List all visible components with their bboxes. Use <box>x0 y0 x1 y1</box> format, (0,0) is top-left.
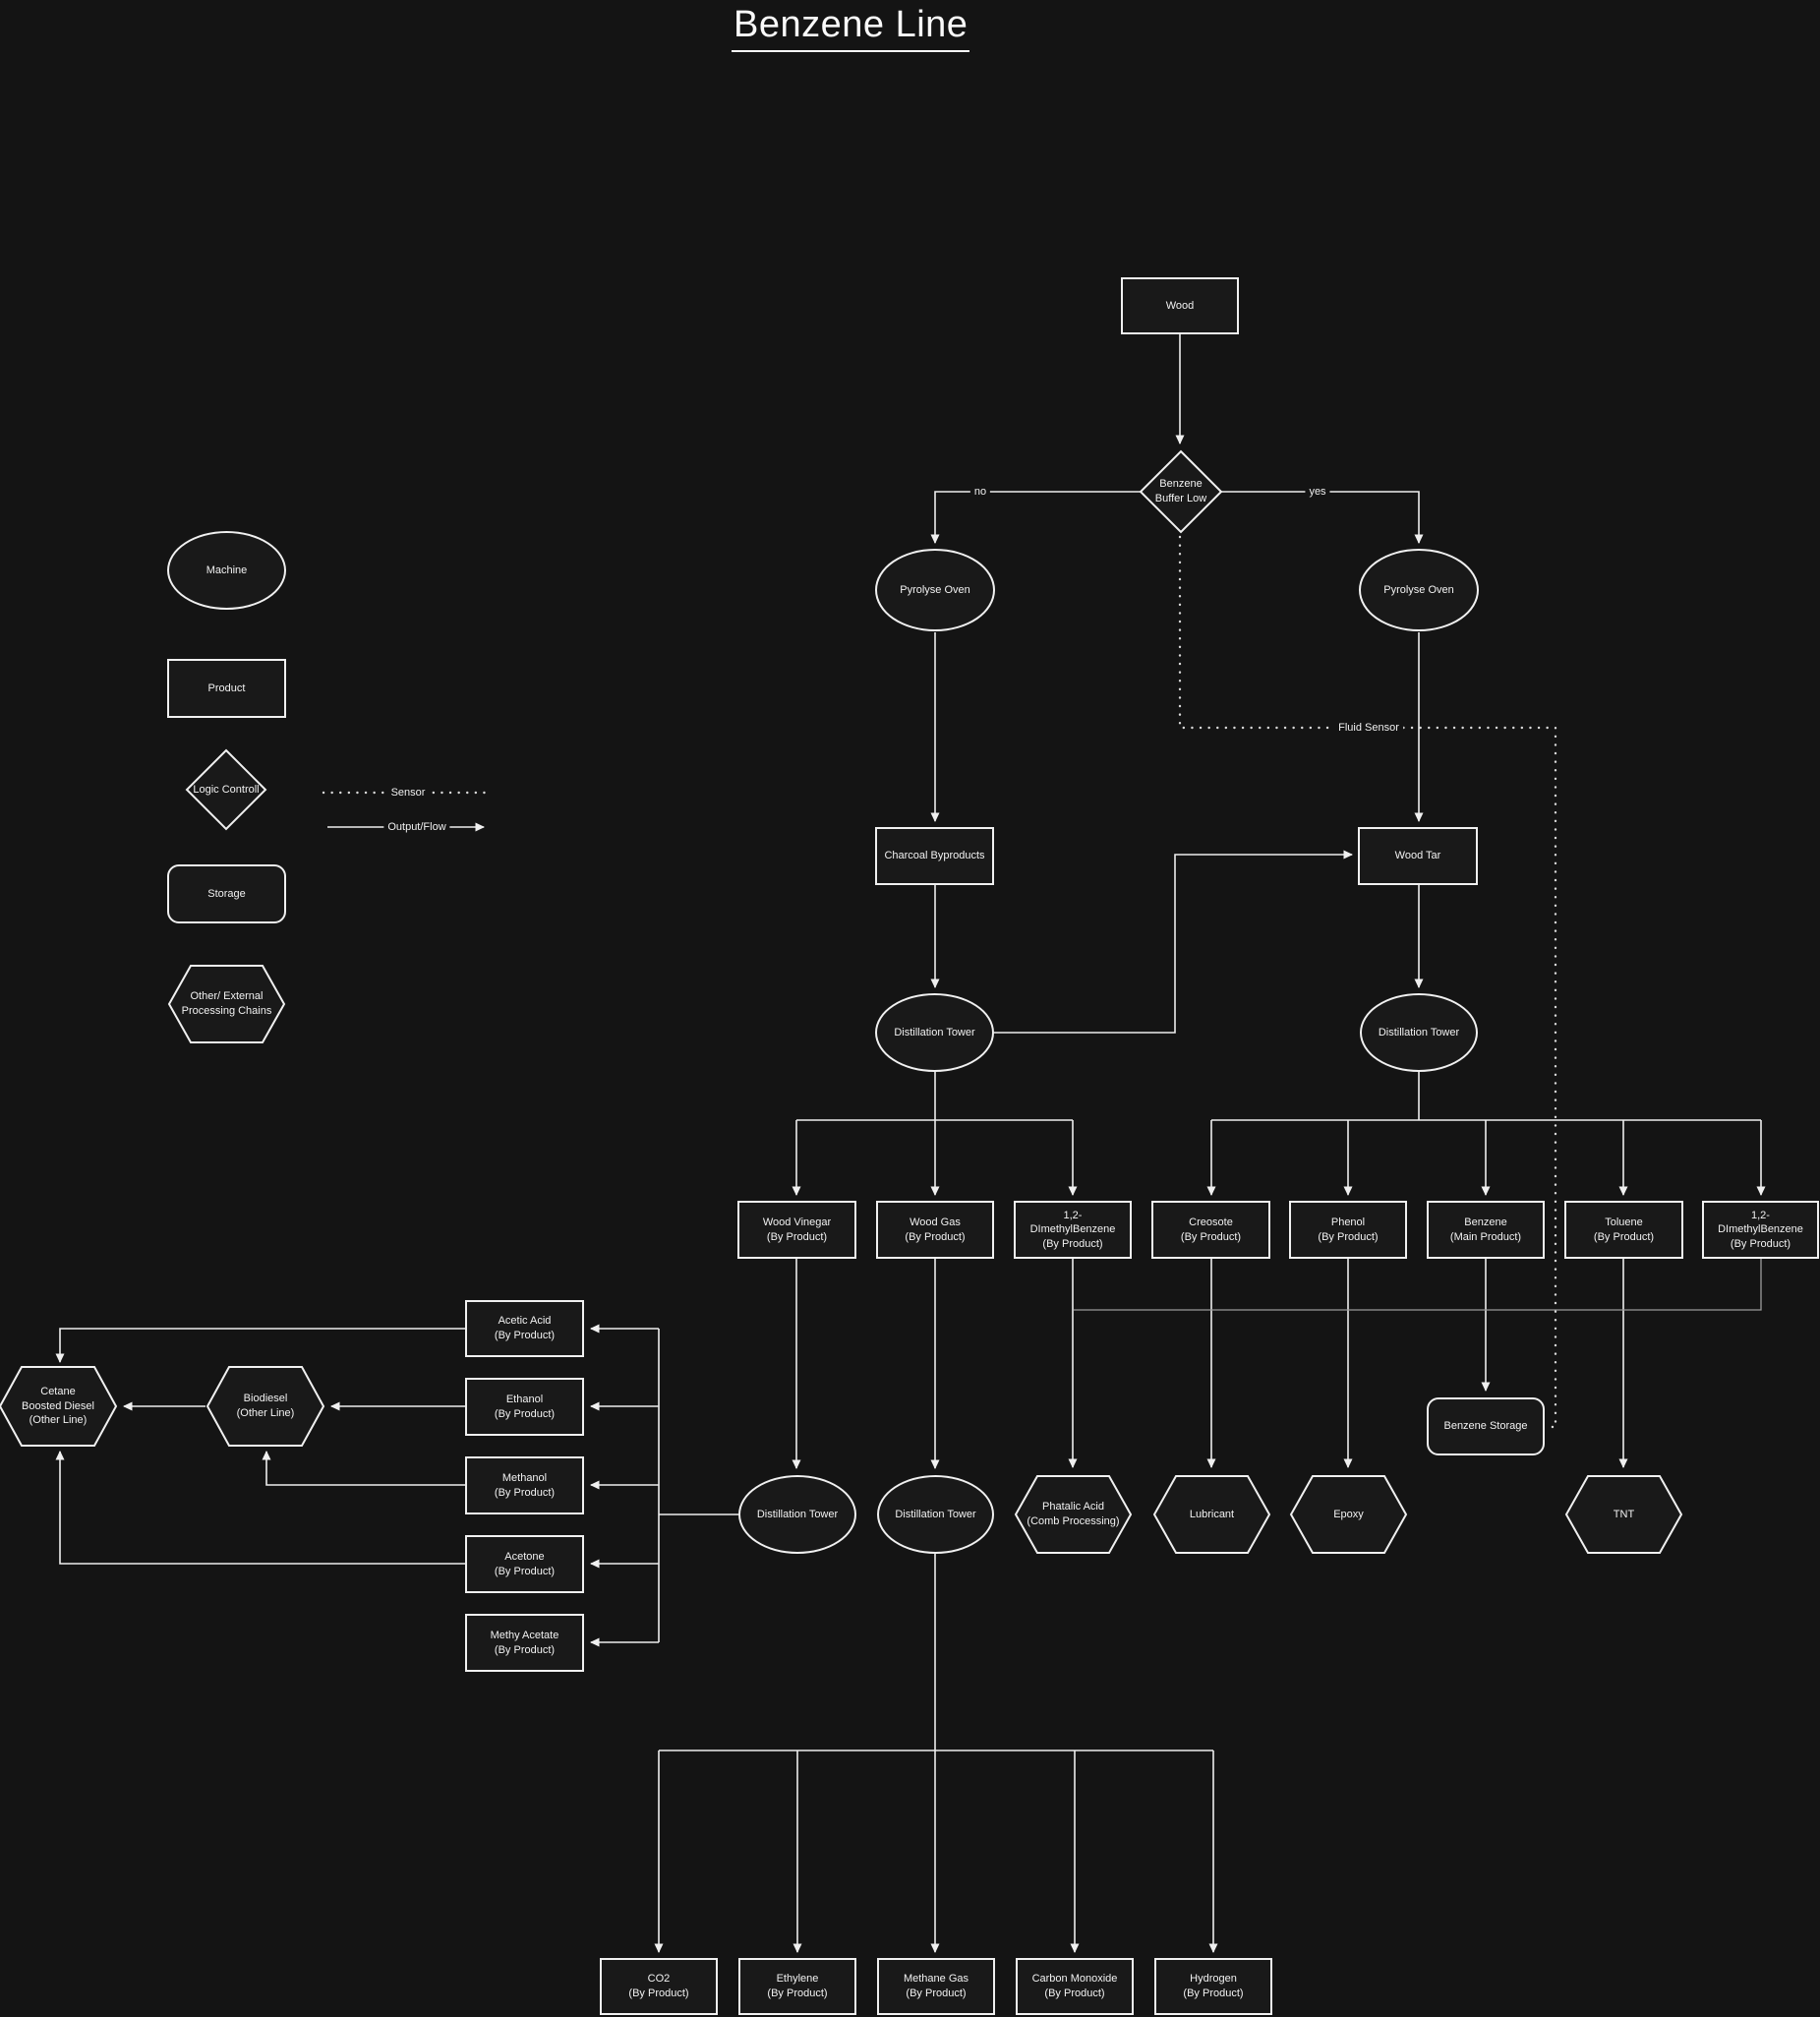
hexagon-icon <box>1014 1475 1133 1554</box>
node-epoxy: Epoxy <box>1289 1474 1408 1555</box>
legend-storage-label: Storage <box>207 887 246 900</box>
node-carbon-monoxide: Carbon Monoxide (By Product) <box>1016 1958 1134 2015</box>
legend-output-flow-label: Output/Flow <box>383 820 450 834</box>
node-creosote: Creosote (By Product) <box>1151 1201 1270 1259</box>
node-co2: CO2 (By Product) <box>600 1958 718 2015</box>
node-distillation-tower-bottom-left: Distillation Tower <box>738 1475 856 1554</box>
edge-label-no: no <box>969 485 991 499</box>
node-acetic-acid: Acetic Acid (By Product) <box>465 1300 584 1357</box>
node-benzene-storage: Benzene Storage <box>1427 1397 1545 1455</box>
node-distillation-tower-left: Distillation Tower <box>875 993 994 1072</box>
diagram-title: Benzene Line <box>732 4 970 52</box>
diamond-icon <box>1139 449 1223 534</box>
node-dimethylbenzene-2: 1,2- DImethylBenzene (By Product) <box>1702 1201 1819 1259</box>
node-tnt: TNT <box>1564 1474 1683 1555</box>
legend-logic-label: Logic Controll <box>193 783 260 796</box>
node-charcoal-byproducts: Charcoal Byproducts <box>875 827 994 885</box>
node-benzene-main: Benzene (Main Product) <box>1427 1201 1545 1259</box>
legend-machine-shape: Machine <box>167 531 286 610</box>
diamond-icon <box>185 748 267 831</box>
node-wood-gas: Wood Gas (By Product) <box>876 1201 994 1259</box>
legend-sensor-label: Sensor <box>386 786 430 800</box>
legend-other-label: Other/ External Processing Chains <box>181 990 272 1017</box>
edge-label-yes: yes <box>1305 485 1330 499</box>
node-methane-gas: Methane Gas (By Product) <box>877 1958 995 2015</box>
node-methy-acetate: Methy Acetate (By Product) <box>465 1614 584 1672</box>
node-methanol: Methanol (By Product) <box>465 1456 584 1514</box>
node-phenol: Phenol (By Product) <box>1289 1201 1407 1259</box>
node-ethanol: Ethanol (By Product) <box>465 1378 584 1436</box>
node-benzene-buffer-low: Benzene Buffer Low <box>1139 449 1223 534</box>
node-ethylene: Ethylene (By Product) <box>738 1958 856 2015</box>
node-pyrolyse-oven-right: Pyrolyse Oven <box>1359 549 1479 631</box>
node-phatalic-acid: Phatalic Acid (Comb Processing) <box>1014 1474 1133 1555</box>
legend-storage-shape: Storage <box>167 864 286 923</box>
node-wood: Wood <box>1121 277 1239 334</box>
hexagon-icon <box>167 965 286 1043</box>
legend-product-shape: Product <box>167 659 286 718</box>
legend-product-label: Product <box>207 682 246 694</box>
node-wood-vinegar: Wood Vinegar (By Product) <box>737 1201 856 1259</box>
node-acetone: Acetone (By Product) <box>465 1535 584 1593</box>
edge-label-fluid-sensor: Fluid Sensor <box>1334 721 1403 735</box>
hexagon-icon <box>1289 1475 1408 1554</box>
node-biodiesel: Biodiesel (Other Line) <box>205 1365 325 1448</box>
node-lubricant: Lubricant <box>1152 1474 1271 1555</box>
node-distillation-tower-right: Distillation Tower <box>1360 993 1478 1072</box>
hexagon-icon <box>1152 1475 1271 1554</box>
node-distillation-tower-bottom-mid: Distillation Tower <box>877 1475 994 1554</box>
node-pyrolyse-oven-left: Pyrolyse Oven <box>875 549 995 631</box>
legend-machine-label: Machine <box>205 564 248 576</box>
node-cetane-boosted-diesel: Cetane Boosted Diesel (Other Line) <box>0 1365 118 1448</box>
hexagon-icon <box>1564 1475 1683 1554</box>
legend-other-shape: Other/ External Processing Chains <box>167 964 286 1044</box>
node-dimethylbenzene-1: 1,2- DImethylBenzene (By Product) <box>1014 1201 1132 1259</box>
node-toluene: Toluene (By Product) <box>1564 1201 1683 1259</box>
node-hydrogen: Hydrogen (By Product) <box>1154 1958 1272 2015</box>
legend-logic-shape: Logic Controll <box>185 748 267 831</box>
node-wood-tar: Wood Tar <box>1358 827 1478 885</box>
hexagon-icon <box>0 1366 118 1447</box>
hexagon-icon <box>205 1366 325 1447</box>
